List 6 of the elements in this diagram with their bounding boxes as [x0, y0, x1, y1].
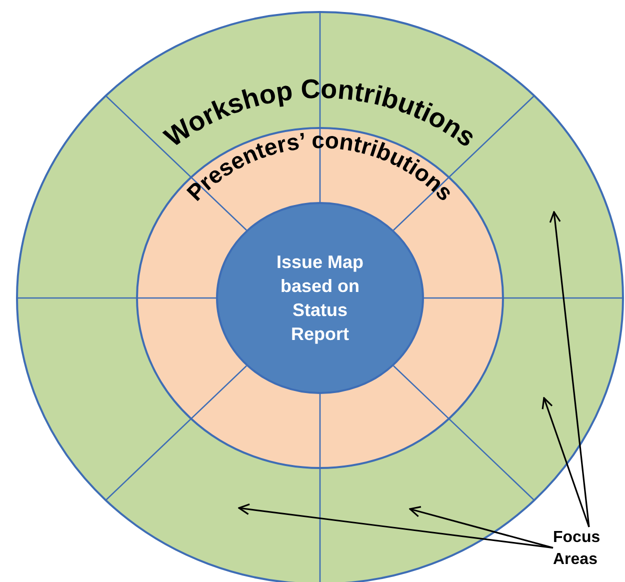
callout-text: Focus Areas [553, 528, 602, 570]
leader-arrow [409, 506, 554, 549]
leader-arrow [542, 397, 590, 528]
leader-arrow [549, 211, 590, 528]
center-label: Issue Map based on Status Report [275, 251, 365, 346]
leader-arrow [238, 504, 554, 549]
